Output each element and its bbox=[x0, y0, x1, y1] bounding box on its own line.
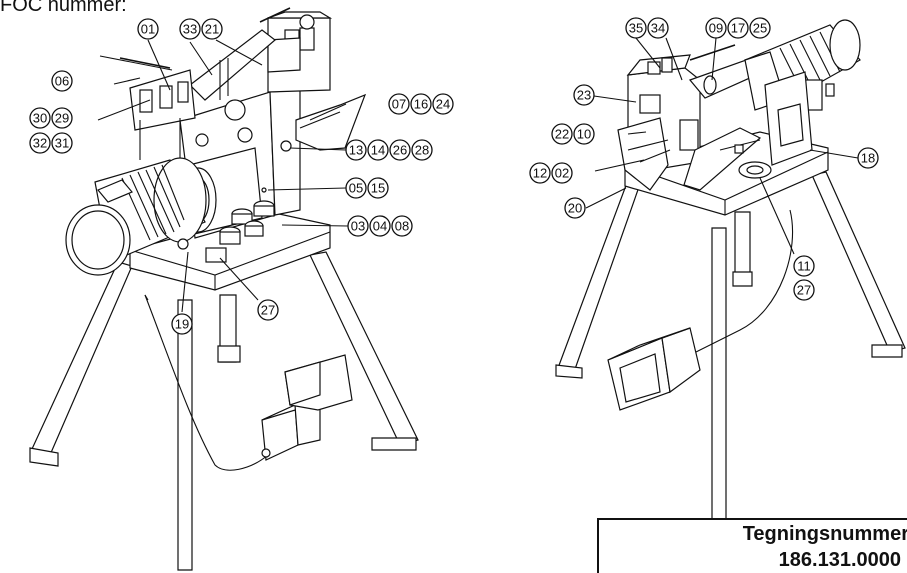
svg-text:22: 22 bbox=[555, 127, 569, 142]
right-clamp bbox=[719, 71, 813, 179]
right-stand-legs bbox=[555, 171, 906, 521]
svg-text:34: 34 bbox=[651, 21, 665, 36]
svg-text:23: 23 bbox=[577, 88, 591, 103]
svg-text:19: 19 bbox=[175, 317, 189, 332]
callouts-left: 01 33 21 06 30 29 32 31 07 16 24 13 14 2… bbox=[29, 18, 454, 335]
svg-text:25: 25 bbox=[753, 21, 767, 36]
left-cord bbox=[144, 294, 269, 471]
callout-03: 03 bbox=[347, 215, 369, 237]
foc-number-label: FOC nummer: bbox=[0, 0, 127, 16]
svg-text:17: 17 bbox=[731, 21, 745, 36]
right-foot-pedal bbox=[607, 327, 701, 411]
left-machine-view bbox=[29, 7, 419, 571]
callout-35: 35 bbox=[625, 17, 647, 39]
callout-10: 10 bbox=[573, 123, 595, 145]
callout-09: 09 bbox=[705, 17, 727, 39]
callout-26: 26 bbox=[389, 139, 411, 161]
left-stand-legs bbox=[29, 251, 419, 571]
callout-25: 25 bbox=[749, 17, 771, 39]
right-cord bbox=[689, 209, 794, 356]
right-head bbox=[617, 54, 701, 191]
callout-23: 23 bbox=[573, 84, 595, 106]
callout-20: 20 bbox=[564, 197, 586, 219]
left-foot-pedal bbox=[261, 354, 353, 461]
svg-text:11: 11 bbox=[797, 259, 811, 274]
svg-text:27: 27 bbox=[261, 303, 275, 318]
svg-text:21: 21 bbox=[205, 22, 219, 37]
svg-text:13: 13 bbox=[349, 143, 363, 158]
svg-text:28: 28 bbox=[415, 143, 429, 158]
callout-27-right: 27 bbox=[793, 279, 815, 301]
left-dies bbox=[177, 200, 275, 263]
callout-05: 05 bbox=[345, 177, 367, 199]
callout-15: 15 bbox=[367, 177, 389, 199]
svg-text:31: 31 bbox=[55, 136, 69, 151]
callout-02: 02 bbox=[551, 162, 573, 184]
drawing-number-label: Tegningsnummer bbox=[742, 523, 907, 545]
svg-text:08: 08 bbox=[395, 219, 409, 234]
leader-lines bbox=[97, 37, 859, 313]
svg-text:06: 06 bbox=[55, 74, 69, 89]
callout-08: 08 bbox=[391, 215, 413, 237]
svg-text:14: 14 bbox=[371, 143, 385, 158]
callout-33: 33 bbox=[179, 18, 201, 40]
svg-text:20: 20 bbox=[568, 201, 582, 216]
left-motor bbox=[65, 157, 207, 276]
callout-18: 18 bbox=[857, 147, 879, 169]
svg-text:18: 18 bbox=[861, 151, 875, 166]
svg-text:32: 32 bbox=[33, 136, 47, 151]
callout-29: 29 bbox=[51, 107, 73, 129]
svg-text:26: 26 bbox=[393, 143, 407, 158]
left-arm bbox=[99, 29, 276, 160]
callout-21: 21 bbox=[201, 18, 223, 40]
callout-04: 04 bbox=[369, 215, 391, 237]
callout-17: 17 bbox=[727, 17, 749, 39]
svg-text:03: 03 bbox=[351, 219, 365, 234]
callout-27-left: 27 bbox=[257, 299, 279, 321]
svg-text:27: 27 bbox=[797, 283, 811, 298]
callout-34: 34 bbox=[647, 17, 669, 39]
title-block: Tegningsnummer 186.131.0000 bbox=[597, 518, 907, 573]
callout-24: 24 bbox=[432, 93, 454, 115]
callout-30: 30 bbox=[29, 107, 51, 129]
svg-text:30: 30 bbox=[33, 111, 47, 126]
svg-text:24: 24 bbox=[436, 97, 450, 112]
right-machine-view bbox=[555, 19, 906, 521]
svg-text:29: 29 bbox=[55, 111, 69, 126]
svg-text:16: 16 bbox=[414, 97, 428, 112]
callout-14: 14 bbox=[367, 139, 389, 161]
drawing-number: 186.131.0000 bbox=[778, 549, 901, 571]
svg-text:07: 07 bbox=[392, 97, 406, 112]
callout-16: 16 bbox=[410, 93, 432, 115]
callout-12: 12 bbox=[529, 162, 551, 184]
callout-32: 32 bbox=[29, 132, 51, 154]
callout-22: 22 bbox=[551, 123, 573, 145]
svg-text:12: 12 bbox=[533, 166, 547, 181]
svg-text:01: 01 bbox=[141, 22, 155, 37]
svg-text:02: 02 bbox=[555, 166, 569, 181]
callout-13: 13 bbox=[345, 139, 367, 161]
svg-text:35: 35 bbox=[629, 21, 643, 36]
svg-text:04: 04 bbox=[373, 219, 387, 234]
svg-text:09: 09 bbox=[709, 21, 723, 36]
svg-text:15: 15 bbox=[371, 181, 385, 196]
callout-31: 31 bbox=[51, 132, 73, 154]
callout-28: 28 bbox=[411, 139, 433, 161]
callout-06: 06 bbox=[51, 70, 73, 92]
callout-19: 19 bbox=[171, 313, 193, 335]
callouts-right: 35 34 09 17 25 23 22 10 12 02 20 18 11 2… bbox=[529, 17, 879, 301]
svg-text:05: 05 bbox=[349, 181, 363, 196]
callout-01: 01 bbox=[137, 18, 159, 40]
callout-11: 11 bbox=[793, 255, 815, 277]
svg-text:33: 33 bbox=[183, 22, 197, 37]
callout-07: 07 bbox=[388, 93, 410, 115]
svg-text:10: 10 bbox=[577, 127, 591, 142]
